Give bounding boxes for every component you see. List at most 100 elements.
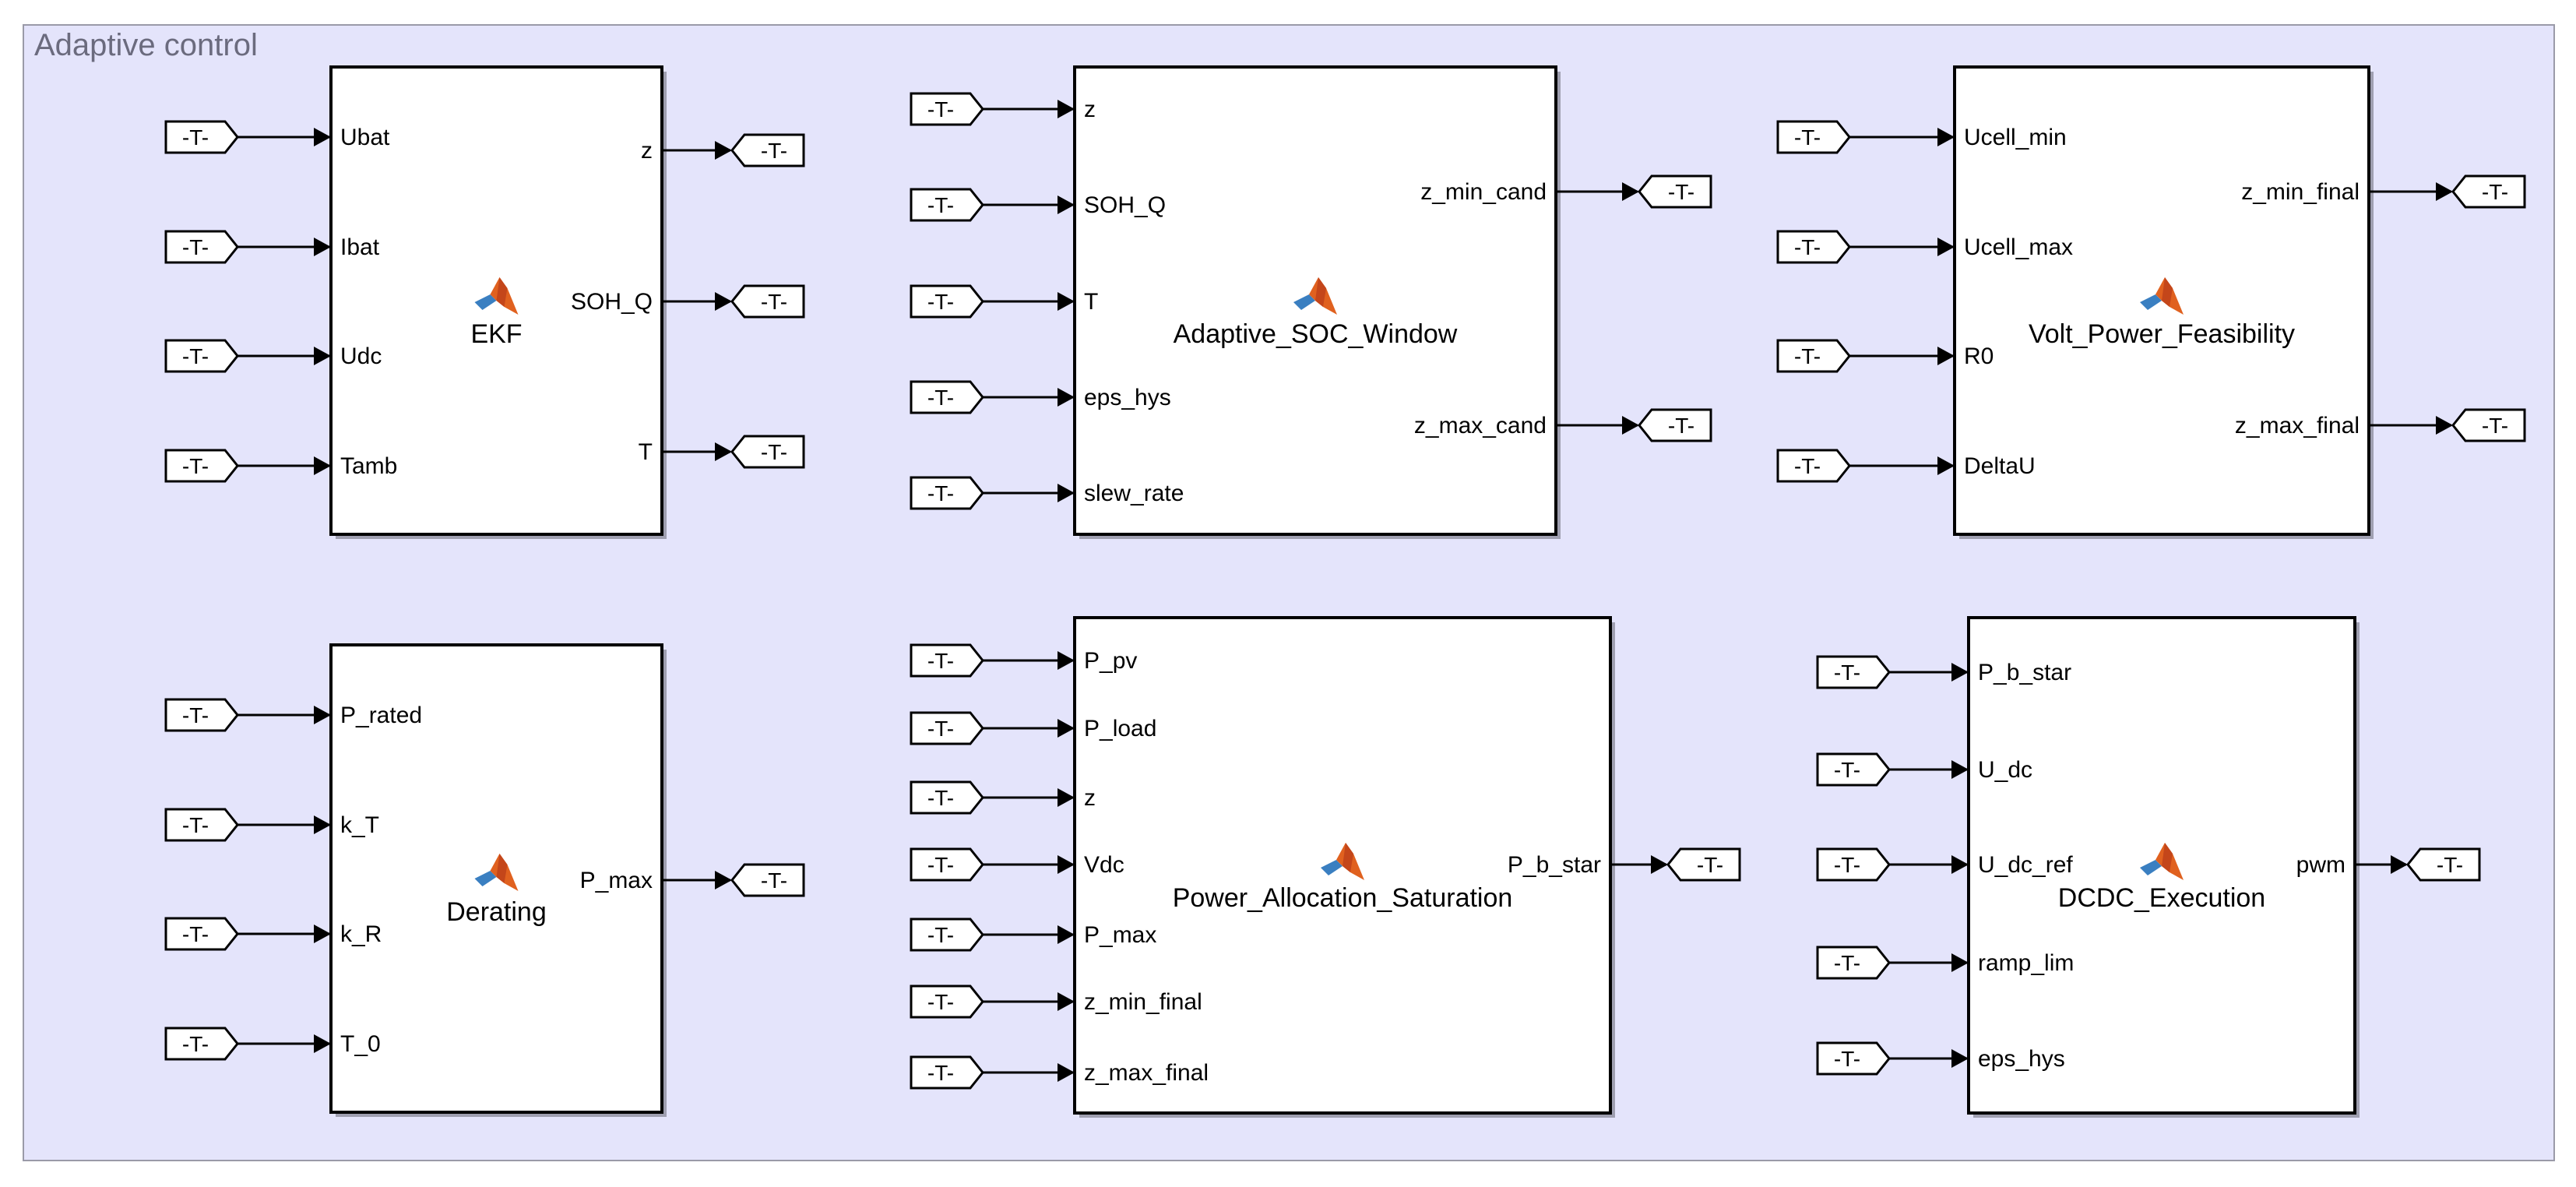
from-tag-shape xyxy=(164,1027,239,1061)
input-port-label: P_b_star xyxy=(1978,660,2071,685)
matlab-icon-base xyxy=(474,294,497,310)
from-tag-label: -T- xyxy=(182,1032,209,1056)
input-arrow xyxy=(1057,651,1075,670)
from-tag-derating-2[interactable]: -T- xyxy=(164,917,239,951)
input-port-label: T xyxy=(1084,289,1098,315)
input-port-label: P_pv xyxy=(1084,648,1137,674)
goto-tag-label: -T- xyxy=(1668,414,1694,438)
matlab-function-icon xyxy=(474,277,519,315)
input-arrow xyxy=(1937,238,1955,256)
from-tag-shape xyxy=(910,92,984,126)
from-tag-adaptive-soc-window-2[interactable]: -T- xyxy=(910,284,984,319)
from-tag-power-allocation-saturation-4[interactable]: -T- xyxy=(910,918,984,952)
matlab-icon-shade xyxy=(496,854,508,883)
input-port-label: R0 xyxy=(1964,343,1994,369)
block-name: Power_Allocation_Saturation xyxy=(1173,883,1513,913)
block-name: DCDC_Execution xyxy=(2058,883,2265,913)
from-tag-label: -T- xyxy=(927,786,954,810)
input-port-label: slew_rate xyxy=(1084,481,1184,506)
from-tag-dcdc-execution-1[interactable]: -T- xyxy=(1816,752,1891,787)
from-tag-shape xyxy=(1776,449,1851,483)
goto-tag-dcdc-execution-0[interactable]: -T- xyxy=(2406,847,2481,882)
from-tag-volt-power-feasibility-1[interactable]: -T- xyxy=(1776,230,1851,264)
goto-tag-ekf-2[interactable]: -T- xyxy=(730,435,805,469)
from-tag-shape xyxy=(910,476,984,510)
from-tag-volt-power-feasibility-3[interactable]: -T- xyxy=(1776,449,1851,483)
from-tag-label: -T- xyxy=(182,813,209,837)
input-arrow xyxy=(1057,992,1075,1011)
adaptive-soc-window-block[interactable] xyxy=(1073,65,1561,539)
from-tag-adaptive-soc-window-3[interactable]: -T- xyxy=(910,380,984,414)
input-arrow xyxy=(1057,195,1075,214)
from-tag-dcdc-execution-3[interactable]: -T- xyxy=(1816,946,1891,980)
input-arrow xyxy=(1057,292,1075,311)
from-tag-ekf-3[interactable]: -T- xyxy=(164,449,239,483)
goto-tag-adaptive-soc-window-0[interactable]: -T- xyxy=(1638,174,1712,209)
from-tag-adaptive-soc-window-1[interactable]: -T- xyxy=(910,188,984,222)
goto-tag-derating-0[interactable]: -T- xyxy=(730,863,805,897)
from-tag-power-allocation-saturation-5[interactable]: -T- xyxy=(910,984,984,1019)
matlab-icon-shade xyxy=(1315,277,1326,307)
from-tag-power-allocation-saturation-0[interactable]: -T- xyxy=(910,643,984,678)
from-tag-shape xyxy=(164,449,239,483)
from-tag-ekf-2[interactable]: -T- xyxy=(164,339,239,373)
goto-tag-ekf-1[interactable]: -T- xyxy=(730,284,805,319)
from-tag-shape xyxy=(1816,847,1891,882)
goto-tag-adaptive-soc-window-1[interactable]: -T- xyxy=(1638,408,1712,442)
derating-block[interactable] xyxy=(329,643,667,1117)
output-arrow xyxy=(1651,855,1668,874)
from-tag-label: -T- xyxy=(1834,853,1860,877)
output-arrow xyxy=(1622,416,1639,435)
output-port-label: pwm xyxy=(2296,852,2345,878)
from-tag-volt-power-feasibility-0[interactable]: -T- xyxy=(1776,120,1851,154)
from-tag-derating-1[interactable]: -T- xyxy=(164,808,239,842)
input-arrow xyxy=(314,815,331,834)
goto-tag-power-allocation-saturation-0[interactable]: -T- xyxy=(1666,847,1741,882)
from-tag-power-allocation-saturation-2[interactable]: -T- xyxy=(910,780,984,815)
from-tag-label: -T- xyxy=(1794,454,1821,478)
from-tag-adaptive-soc-window-0[interactable]: -T- xyxy=(910,92,984,126)
matlab-function-icon xyxy=(1293,277,1337,315)
output-arrow xyxy=(715,442,732,461)
output-arrow xyxy=(715,141,732,160)
matlab-function-icon xyxy=(474,854,519,891)
from-tag-derating-3[interactable]: -T- xyxy=(164,1027,239,1061)
from-tag-shape xyxy=(164,120,239,154)
input-arrow xyxy=(1937,128,1955,146)
input-arrow xyxy=(1951,855,1969,874)
from-tag-dcdc-execution-4[interactable]: -T- xyxy=(1816,1041,1891,1076)
from-tag-power-allocation-saturation-1[interactable]: -T- xyxy=(910,711,984,745)
from-tag-label: -T- xyxy=(1834,1047,1860,1071)
from-tag-power-allocation-saturation-6[interactable]: -T- xyxy=(910,1055,984,1090)
goto-tag-ekf-0[interactable]: -T- xyxy=(730,133,805,167)
output-port-label: P_b_star xyxy=(1508,852,1601,878)
from-tag-shape xyxy=(1816,946,1891,980)
from-tag-shape xyxy=(1776,339,1851,373)
input-arrow xyxy=(314,128,331,146)
from-tag-dcdc-execution-0[interactable]: -T- xyxy=(1816,655,1891,689)
goto-tag-shape xyxy=(730,863,805,897)
goto-tag-shape xyxy=(1638,174,1712,209)
from-tag-ekf-1[interactable]: -T- xyxy=(164,230,239,264)
block-body[interactable] xyxy=(329,643,663,1114)
from-tag-volt-power-feasibility-2[interactable]: -T- xyxy=(1776,339,1851,373)
input-port-label: T_0 xyxy=(340,1031,381,1057)
from-tag-label: -T- xyxy=(927,717,954,741)
goto-tag-label: -T- xyxy=(1668,180,1694,204)
input-arrow xyxy=(1057,855,1075,874)
from-tag-dcdc-execution-2[interactable]: -T- xyxy=(1816,847,1891,882)
input-arrow xyxy=(1057,484,1075,502)
goto-tag-volt-power-feasibility-1[interactable]: -T- xyxy=(2451,408,2526,442)
input-port-label: Tamb xyxy=(340,453,397,479)
goto-tag-label: -T- xyxy=(2437,853,2463,877)
from-tag-derating-0[interactable]: -T- xyxy=(164,698,239,732)
matlab-icon-base xyxy=(1293,294,1315,310)
goto-tag-volt-power-feasibility-0[interactable]: -T- xyxy=(2451,174,2526,209)
goto-tag-label: -T- xyxy=(761,868,787,893)
power-allocation-saturation-block[interactable] xyxy=(1073,616,1615,1118)
from-tag-adaptive-soc-window-4[interactable]: -T- xyxy=(910,476,984,510)
input-port-label: ramp_lim xyxy=(1978,950,2074,976)
from-tag-power-allocation-saturation-3[interactable]: -T- xyxy=(910,847,984,882)
from-tag-ekf-0[interactable]: -T- xyxy=(164,120,239,154)
